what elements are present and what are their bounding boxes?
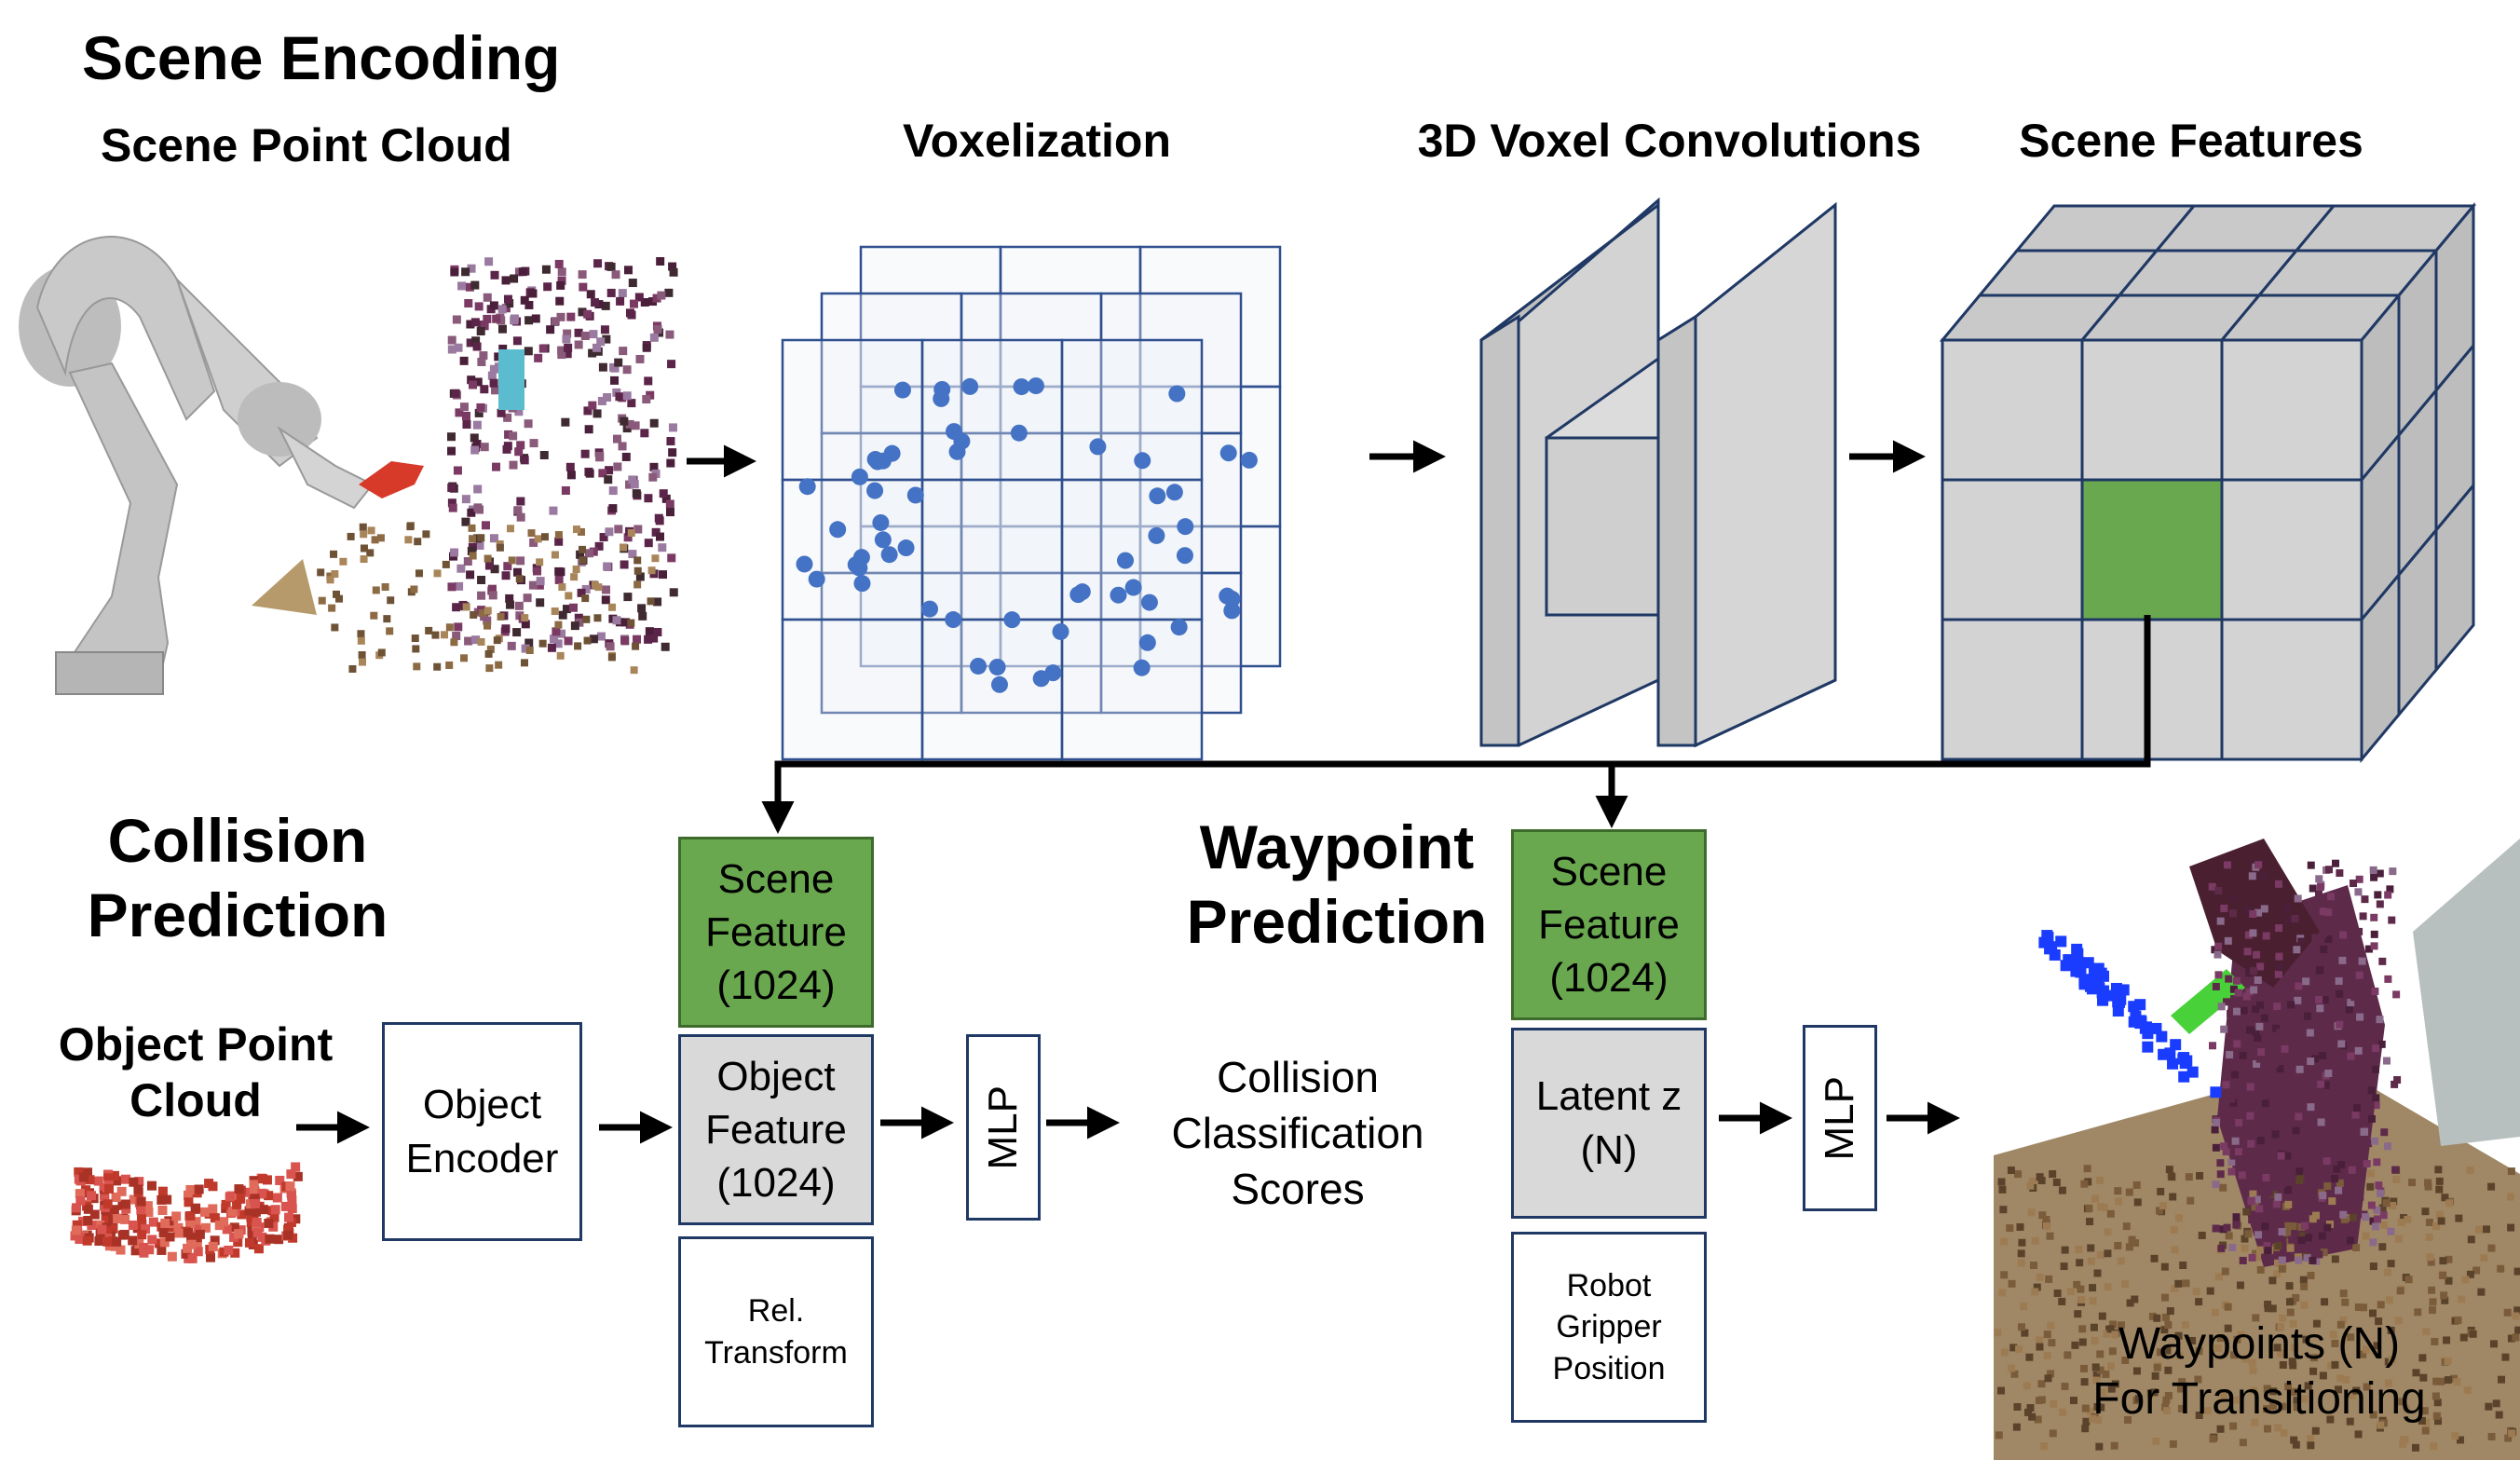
cone-object-image (252, 559, 317, 615)
collision-mlp-label: MLP (980, 1085, 1027, 1170)
rel-transform-line2: Transform (704, 1334, 848, 1371)
waypoint-mlp-box: MLP (1803, 1025, 1877, 1211)
scene-encoding-title: Scene Encoding (82, 23, 561, 92)
robot-arm-image (19, 236, 375, 696)
object-point-cloud-label-line2: Cloud (129, 1074, 262, 1126)
bottom-arrows (296, 1101, 1960, 1144)
collision-title-line1: Collision (107, 806, 368, 875)
collision-scene-feature-line1: Scene (717, 855, 835, 902)
object-feature-line2: Feature (705, 1106, 847, 1153)
collision-scores-line2: Classification (1171, 1109, 1424, 1157)
waypoint-scene-feature-line2: Feature (1538, 901, 1680, 948)
robot-gripper-line1: Robot (1566, 1268, 1652, 1304)
waypoint-title-line2: Prediction (1186, 887, 1488, 956)
waypoints-output-line2: For Transitioning (2092, 1374, 2426, 1424)
collision-scores-line3: Scores (1231, 1165, 1365, 1213)
conv-slabs-image (1479, 197, 1837, 748)
scene-point-cloud-image (317, 257, 678, 675)
object-encoder-line1: Object (422, 1082, 542, 1128)
collision-title-line2: Prediction (87, 880, 388, 949)
robot-gripper-line3: Position (1552, 1350, 1666, 1386)
voxel-points-image (796, 377, 1258, 693)
waypoints-output-line1: Waypoints (N) (2118, 1319, 2401, 1369)
object-feature-line3: (1024) (716, 1160, 836, 1207)
waypoint-points-image (1994, 859, 2520, 1452)
waypoint-scene-feature-line3: (1024) (1549, 955, 1669, 1002)
object-encoder-line2: Encoder (405, 1135, 559, 1181)
waypoint-scene-feature-line1: Scene (1550, 848, 1668, 894)
object-point-cloud-image (70, 1162, 303, 1263)
scene-features-cube-image (1939, 201, 2477, 764)
collision-mlp-box: MLP (966, 1034, 1041, 1221)
held-object-image (359, 461, 424, 498)
voxel-grid-image (781, 245, 1282, 761)
voxel-conv-label: 3D Voxel Convolutions (1417, 115, 1922, 167)
collision-scores-line1: Collision (1217, 1053, 1379, 1101)
robot-gripper-line2: Gripper (1556, 1309, 1662, 1345)
scene-features-label: Scene Features (2019, 115, 2363, 167)
waypoint-mlp-label: MLP (1817, 1075, 1863, 1161)
collision-scene-feature-line2: Feature (705, 908, 847, 955)
collision-scene-feature-line3: (1024) (716, 962, 836, 1009)
object-encoder-box: Object Encoder (382, 1022, 582, 1241)
scene-point-cloud-label: Scene Point Cloud (101, 119, 512, 171)
rel-transform-line1: Rel. (747, 1293, 805, 1330)
voxelization-label: Voxelization (902, 115, 1172, 167)
latent-z-line1: Latent z (1535, 1073, 1682, 1120)
rel-transform-box: Rel. Transform (678, 1236, 874, 1427)
latent-z-box: Latent z (N) (1511, 1028, 1707, 1219)
object-feature-line1: Object (716, 1053, 836, 1099)
object-feature-box: Object Feature (1024) (678, 1034, 874, 1225)
robot-gripper-box: Robot Gripper Position (1511, 1232, 1707, 1423)
object-point-cloud-label-line1: Object Point (58, 1018, 334, 1071)
collision-scene-feature-box: Scene Feature (1024) (678, 837, 874, 1028)
latent-z-line2: (N) (1580, 1126, 1638, 1173)
waypoint-title-line1: Waypoint (1199, 812, 1475, 881)
top-arrows (687, 440, 1926, 478)
feature-connector (761, 615, 2151, 834)
waypoint-scene-feature-box: Scene Feature (1024) (1511, 829, 1707, 1020)
